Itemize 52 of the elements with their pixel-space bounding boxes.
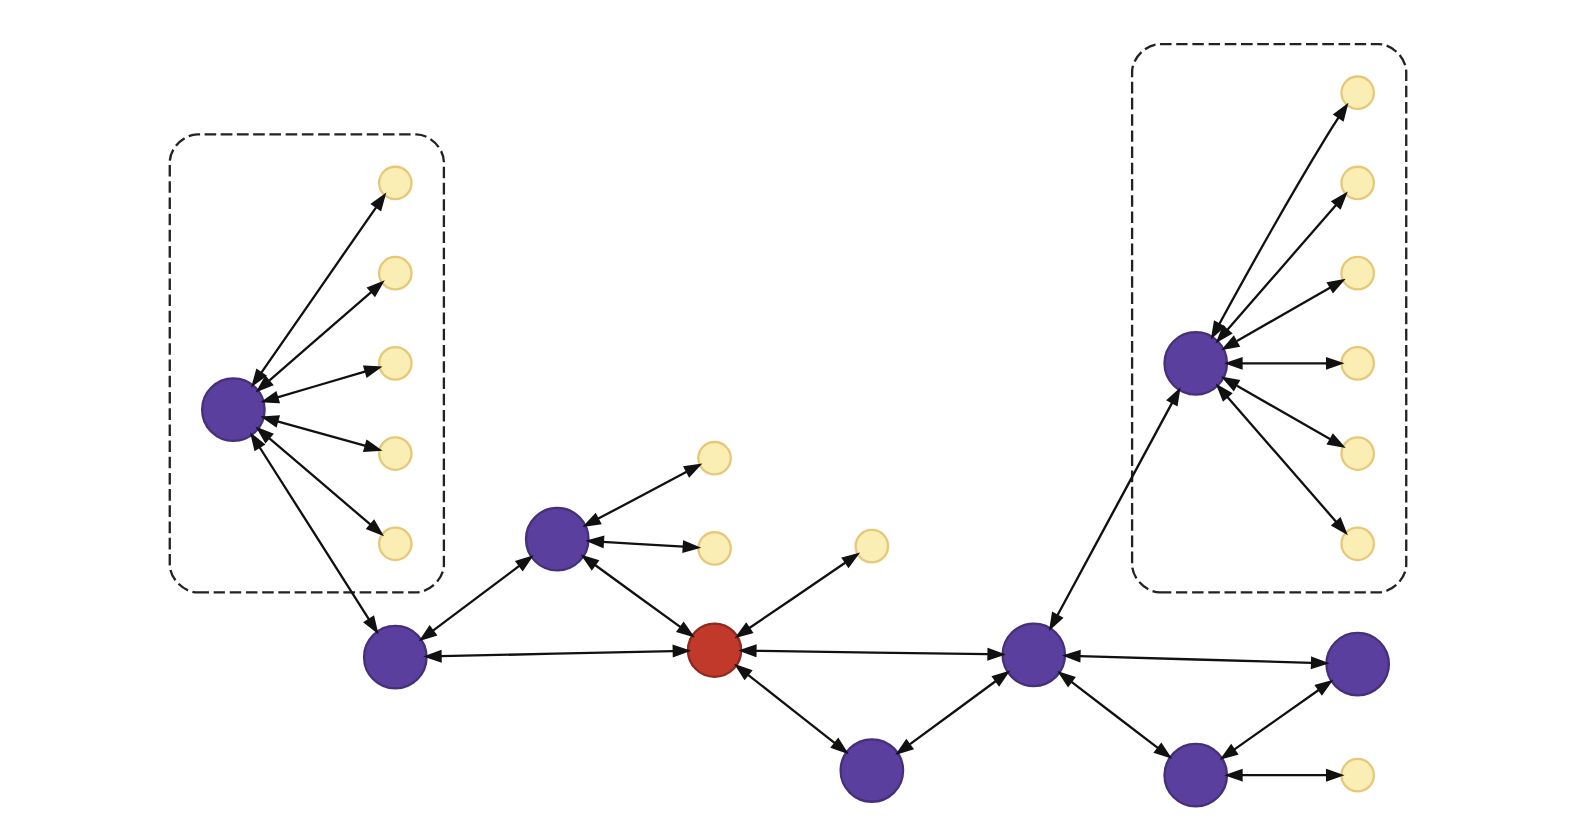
arrow (1220, 278, 1345, 351)
arrow (1056, 671, 1172, 759)
node-circle (376, 346, 412, 381)
node-circle (1339, 75, 1374, 111)
node-circle (376, 165, 412, 201)
node-circle (376, 436, 412, 471)
node-circle (1000, 622, 1066, 688)
arrow (259, 365, 382, 404)
node-circle (376, 526, 412, 562)
node-circle (1339, 255, 1374, 291)
node-circle (1339, 165, 1374, 201)
arrow (1218, 679, 1333, 760)
node-circle (1162, 742, 1228, 808)
arrow (737, 644, 1005, 661)
arrow (1061, 649, 1329, 670)
arrow (584, 535, 701, 554)
arrow (581, 463, 702, 528)
node-circle (361, 624, 427, 690)
node-circle (685, 622, 742, 678)
node-circle (838, 738, 904, 803)
arrow (1223, 768, 1344, 782)
arrow (417, 555, 533, 642)
arrow (254, 280, 384, 393)
arrow (1223, 356, 1344, 370)
node-circle (1339, 526, 1374, 562)
arrow (1047, 387, 1180, 632)
arrow (250, 192, 386, 388)
node-circle (696, 531, 731, 566)
node-circle (1339, 757, 1374, 793)
arrow (259, 415, 382, 452)
arrow (254, 426, 384, 537)
node-circle (1324, 631, 1390, 697)
arrow (733, 663, 848, 755)
arrow (249, 432, 378, 635)
arrow (579, 554, 694, 638)
node-circle (1339, 436, 1374, 471)
arrow (1214, 191, 1347, 344)
node-circle (853, 528, 889, 564)
node-circle (1339, 346, 1374, 381)
node-circle (200, 377, 265, 443)
node-circle (376, 255, 412, 291)
node-circle (1162, 331, 1228, 396)
arrow (1220, 376, 1345, 449)
arrow (894, 670, 1010, 756)
cluster (1129, 42, 1407, 594)
arrow (733, 552, 860, 639)
arrow (1214, 383, 1347, 536)
cluster (167, 133, 445, 594)
arrow (1209, 102, 1348, 340)
arrow (422, 644, 691, 663)
node-circle (523, 506, 589, 572)
node-circle (696, 440, 731, 476)
